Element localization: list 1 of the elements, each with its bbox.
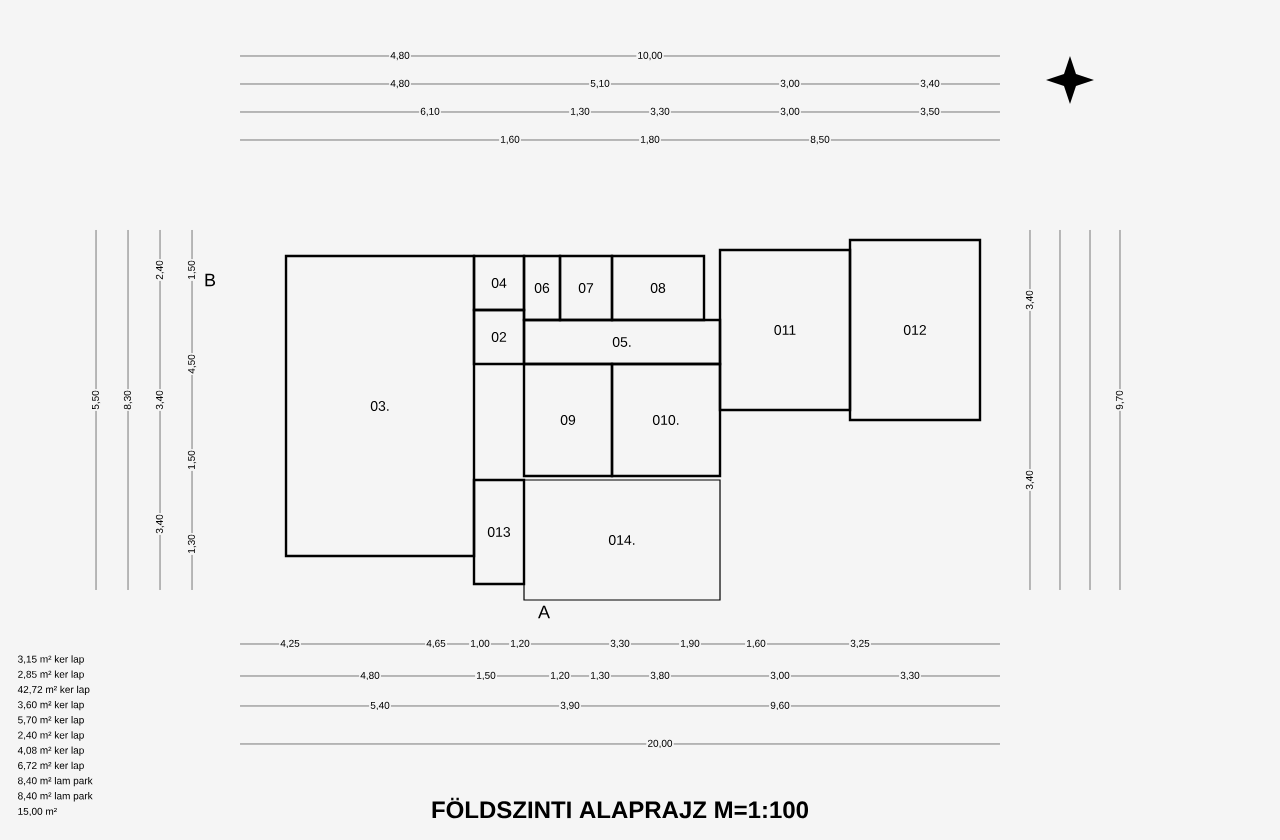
plan-title: FÖLDSZINTI ALAPRAJZ M=1:100: [432, 797, 808, 819]
